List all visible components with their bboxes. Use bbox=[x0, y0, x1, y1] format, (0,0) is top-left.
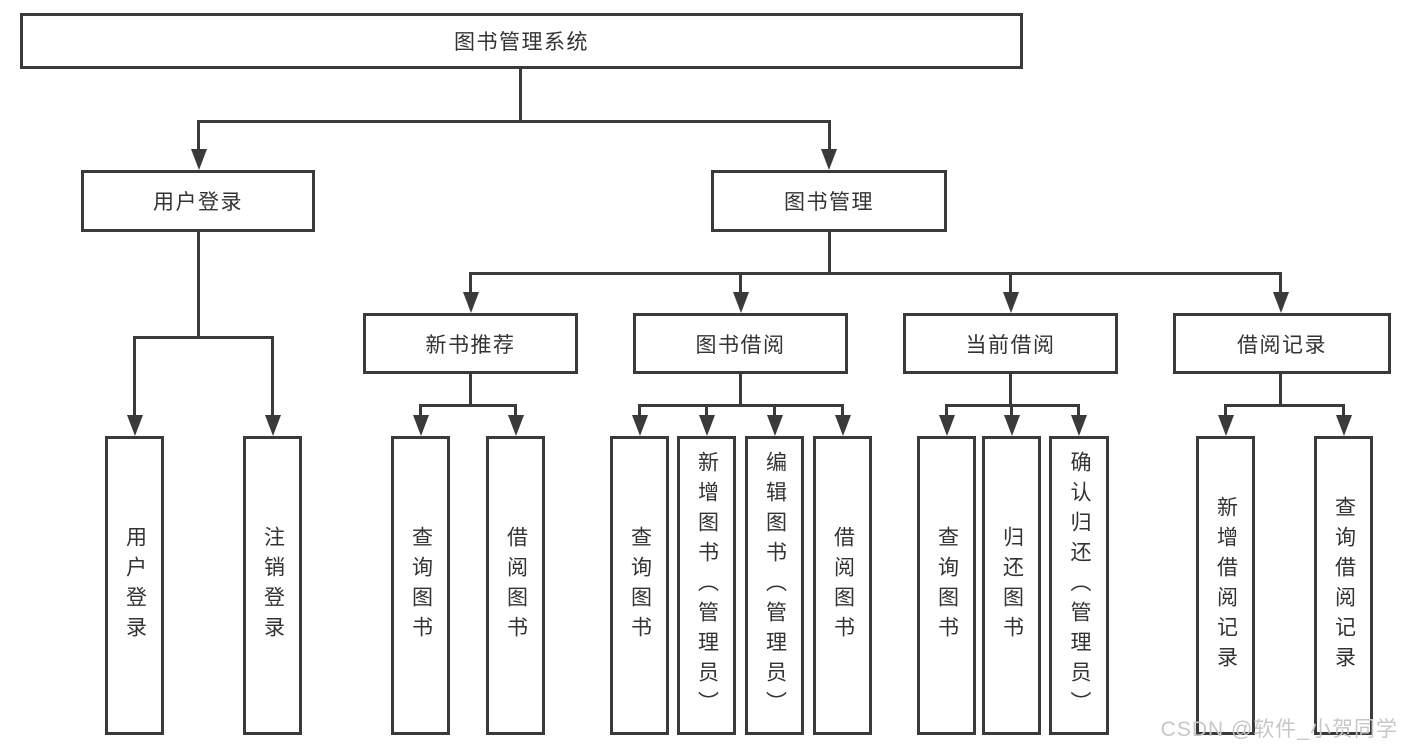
node-root: 图书管理系统 bbox=[20, 13, 1023, 69]
connector-line bbox=[638, 404, 641, 417]
leaf-return-book-label: 归还图书 bbox=[1000, 525, 1024, 646]
leaf-query-books-current-label: 查询图书 bbox=[935, 525, 959, 646]
connector-line bbox=[1279, 374, 1282, 406]
leaf-add-book-admin: 新增图书（管理员） bbox=[677, 436, 736, 735]
arrowhead-down-icon bbox=[1070, 415, 1087, 436]
connector-line bbox=[469, 272, 1282, 275]
arrowhead-down-icon bbox=[1003, 415, 1020, 436]
connector-line bbox=[419, 404, 422, 417]
arrowhead-down-icon bbox=[1217, 415, 1234, 436]
leaf-query-books-recommend: 查询图书 bbox=[391, 436, 450, 735]
connector-line bbox=[638, 404, 844, 407]
connector-line bbox=[773, 404, 776, 417]
connector-line bbox=[705, 404, 708, 417]
node-book-borrow: 图书借阅 bbox=[633, 313, 848, 374]
node-root-label: 图书管理系统 bbox=[454, 31, 589, 54]
connector-line bbox=[828, 120, 831, 152]
connector-line bbox=[1279, 272, 1282, 294]
arrowhead-down-icon bbox=[190, 149, 207, 170]
node-current-borrow-label: 当前借阅 bbox=[965, 333, 1056, 357]
arrowhead-down-icon bbox=[1272, 292, 1289, 313]
connector-line bbox=[1224, 404, 1345, 407]
arrowhead-down-icon bbox=[264, 415, 281, 436]
leaf-query-borrow-record-label: 查询借阅记录 bbox=[1332, 495, 1356, 676]
node-borrow-record-label: 借阅记录 bbox=[1237, 333, 1327, 357]
arrowhead-down-icon bbox=[126, 415, 143, 436]
connector-line bbox=[739, 374, 742, 406]
leaf-edit-book-admin: 编辑图书（管理员） bbox=[745, 436, 804, 735]
arrowhead-down-icon bbox=[698, 415, 715, 436]
leaf-user-login-label: 用户登录 bbox=[123, 525, 147, 646]
leaf-borrow-books-label: 借阅图书 bbox=[831, 525, 855, 646]
leaf-borrow-books-recommend-label: 借阅图书 bbox=[504, 525, 528, 646]
connector-line bbox=[519, 69, 522, 120]
connector-line bbox=[197, 120, 200, 152]
connector-line bbox=[1342, 404, 1345, 417]
connector-line bbox=[419, 404, 517, 407]
arrowhead-down-icon bbox=[462, 292, 479, 313]
connector-line bbox=[1224, 404, 1227, 417]
connector-line bbox=[469, 272, 472, 294]
connector-line bbox=[271, 336, 274, 416]
connector-line bbox=[828, 232, 831, 274]
arrowhead-down-icon bbox=[1335, 415, 1352, 436]
node-book-management-label: 图书管理 bbox=[784, 191, 874, 214]
leaf-query-books-current: 查询图书 bbox=[917, 436, 976, 735]
node-user-login: 用户登录 bbox=[81, 170, 315, 232]
leaf-query-books-borrow-label: 查询图书 bbox=[628, 525, 652, 646]
connector-line bbox=[841, 404, 844, 417]
node-book-management: 图书管理 bbox=[711, 170, 947, 232]
connector-line bbox=[197, 232, 200, 338]
arrowhead-down-icon bbox=[1002, 292, 1019, 313]
arrowhead-down-icon bbox=[820, 149, 837, 170]
arrowhead-down-icon bbox=[766, 415, 783, 436]
arrowhead-down-icon bbox=[631, 415, 648, 436]
node-borrow-record: 借阅记录 bbox=[1173, 313, 1391, 374]
connector-line bbox=[1009, 374, 1012, 406]
arrowhead-down-icon bbox=[507, 415, 524, 436]
leaf-return-book: 归还图书 bbox=[982, 436, 1041, 735]
connector-line bbox=[739, 272, 742, 294]
connector-line bbox=[1009, 272, 1012, 294]
connector-line bbox=[133, 336, 136, 416]
connector-line bbox=[197, 120, 831, 123]
arrowhead-down-icon bbox=[834, 415, 851, 436]
connector-line bbox=[1077, 404, 1080, 417]
leaf-user-login: 用户登录 bbox=[105, 436, 164, 735]
leaf-confirm-return-admin: 确认归还（管理员） bbox=[1049, 436, 1109, 735]
arrowhead-down-icon bbox=[732, 292, 749, 313]
leaf-add-borrow-record-label: 新增借阅记录 bbox=[1214, 495, 1238, 676]
leaf-logout-label: 注销登录 bbox=[261, 525, 285, 646]
connector-line bbox=[133, 336, 274, 339]
node-book-borrow-label: 图书借阅 bbox=[695, 333, 786, 357]
connector-line bbox=[469, 374, 472, 406]
leaf-query-books-borrow: 查询图书 bbox=[610, 436, 669, 735]
arrowhead-down-icon bbox=[938, 415, 955, 436]
leaf-confirm-return-admin-label: 确认归还（管理员） bbox=[1068, 450, 1092, 721]
node-new-book-recommend-label: 新书推荐 bbox=[425, 333, 516, 357]
leaf-logout: 注销登录 bbox=[243, 436, 302, 735]
leaf-query-borrow-record: 查询借阅记录 bbox=[1314, 436, 1373, 735]
leaf-borrow-books-recommend: 借阅图书 bbox=[486, 436, 545, 735]
arrowhead-down-icon bbox=[412, 415, 429, 436]
connector-line bbox=[1010, 404, 1013, 417]
leaf-edit-book-admin-label: 编辑图书（管理员） bbox=[763, 450, 787, 721]
node-new-book-recommend: 新书推荐 bbox=[363, 313, 578, 374]
connector-line bbox=[945, 404, 948, 417]
leaf-add-book-admin-label: 新增图书（管理员） bbox=[695, 450, 719, 721]
leaf-query-books-recommend-label: 查询图书 bbox=[409, 525, 433, 646]
connector-line bbox=[514, 404, 517, 417]
leaf-add-borrow-record: 新增借阅记录 bbox=[1196, 436, 1255, 735]
leaf-borrow-books: 借阅图书 bbox=[813, 436, 872, 735]
node-current-borrow: 当前借阅 bbox=[903, 313, 1118, 374]
watermark: CSDN @软件_小贺同学 bbox=[1160, 718, 1398, 741]
node-user-login-label: 用户登录 bbox=[153, 191, 243, 214]
